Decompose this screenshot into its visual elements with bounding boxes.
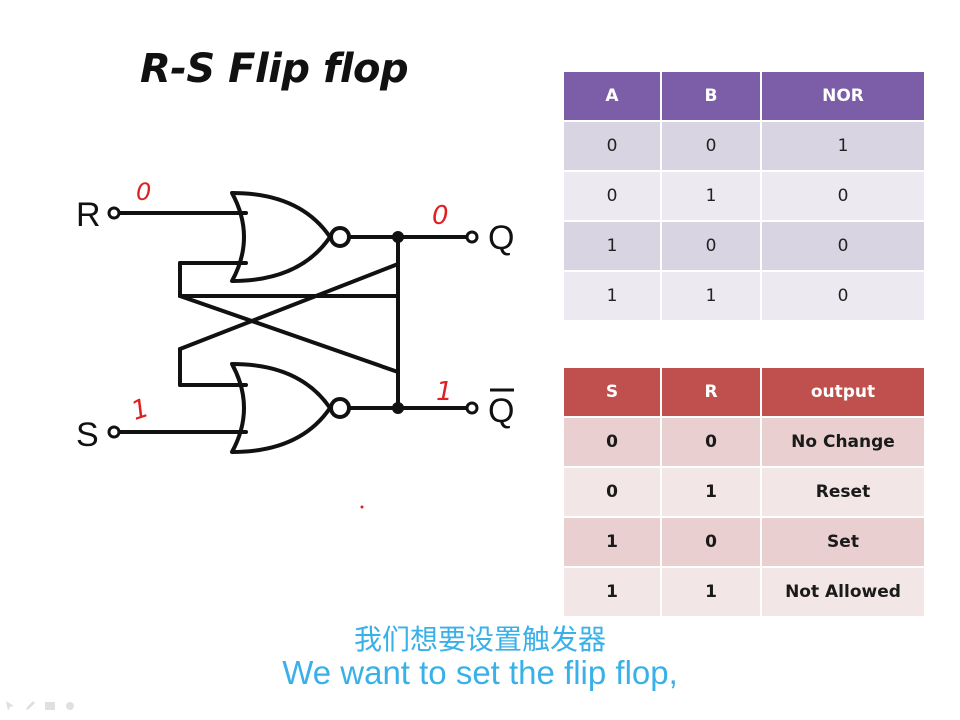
bubble-bottom xyxy=(329,397,351,419)
annotation-q-bar-value: 1 xyxy=(436,377,453,407)
table-cell: 1 xyxy=(661,271,762,322)
options-icon[interactable] xyxy=(64,700,76,712)
table-row: 0 1 0 xyxy=(564,171,926,222)
header-a: A xyxy=(564,72,662,122)
header-s: S xyxy=(564,368,662,418)
bubble-top xyxy=(329,226,351,248)
table-cell: 1 xyxy=(564,271,662,322)
table-cell: 0 xyxy=(564,171,662,222)
table-cell: 1 xyxy=(564,567,662,618)
junction-top xyxy=(392,231,404,243)
label-q-bar: Q xyxy=(488,392,514,430)
table-cell: Not Allowed xyxy=(761,567,926,618)
header-r: R xyxy=(661,368,762,418)
table-cell: 0 xyxy=(564,467,662,518)
table-cell: 0 xyxy=(661,517,762,568)
table-header-row: A B NOR xyxy=(564,72,926,122)
table-row: 1 0 Set xyxy=(564,517,926,568)
terminal-s xyxy=(107,425,121,439)
header-nor: NOR xyxy=(761,72,926,122)
table-cell: Set xyxy=(761,517,926,568)
label-s: S xyxy=(76,416,99,454)
table-row: 0 0 No Change xyxy=(564,417,926,468)
table-row: 1 1 0 xyxy=(564,271,926,322)
table-cell: 0 xyxy=(761,221,926,272)
slides-icon[interactable] xyxy=(44,700,56,712)
stray-dot xyxy=(360,505,364,509)
table-cell: 1 xyxy=(661,171,762,222)
annotation-s-value: 1 xyxy=(128,393,153,427)
table-row: 0 0 1 xyxy=(564,121,926,172)
pen-icon[interactable] xyxy=(24,700,36,712)
subtitle-chinese: 我们想要设置触发器 xyxy=(353,623,606,656)
table-row: 1 0 0 xyxy=(564,221,926,272)
table-cell: 0 xyxy=(761,171,926,222)
header-output: output xyxy=(761,368,926,418)
table-row: 1 1 Not Allowed xyxy=(564,567,926,618)
sr-truth-table: S R output 0 0 No Change 0 1 Reset 1 0 S… xyxy=(564,368,926,618)
rs-flip-flop-circuit: R S Q Q 0 0 1 1 xyxy=(76,178,514,509)
label-r: R xyxy=(76,196,101,234)
junction-bottom xyxy=(392,402,404,414)
table-header-row: S R output xyxy=(564,368,926,418)
table-cell: 0 xyxy=(661,221,762,272)
pointer-icon[interactable] xyxy=(4,700,16,712)
nor-truth-table: A B NOR 0 0 1 0 1 0 1 0 0 1 1 0 xyxy=(564,72,926,322)
table-cell: 0 xyxy=(564,121,662,172)
nor-gate-bottom xyxy=(230,362,332,454)
table-cell: 1 xyxy=(564,221,662,272)
table-cell: Reset xyxy=(761,467,926,518)
nor-gate-top xyxy=(230,191,332,283)
table-cell: 1 xyxy=(564,517,662,568)
slideshow-toolbar xyxy=(4,700,76,712)
table-cell: 0 xyxy=(761,271,926,322)
table-cell: 1 xyxy=(661,567,762,618)
terminal-r xyxy=(107,206,121,220)
table-cell: 0 xyxy=(661,417,762,468)
subtitle-english: We want to set the flip flop, xyxy=(282,654,678,691)
table-cell: 1 xyxy=(661,467,762,518)
header-b: B xyxy=(661,72,762,122)
table-cell: No Change xyxy=(761,417,926,468)
label-q: Q xyxy=(488,219,514,257)
table-row: 0 1 Reset xyxy=(564,467,926,518)
terminal-q-bar xyxy=(465,401,479,415)
terminal-q xyxy=(465,230,479,244)
table-cell: 0 xyxy=(661,121,762,172)
slide-title: R-S Flip flop xyxy=(140,46,409,92)
table-cell: 1 xyxy=(761,121,926,172)
annotation-r-value: 0 xyxy=(136,178,151,206)
table-cell: 0 xyxy=(564,417,662,468)
annotation-q-value: 0 xyxy=(432,201,449,231)
